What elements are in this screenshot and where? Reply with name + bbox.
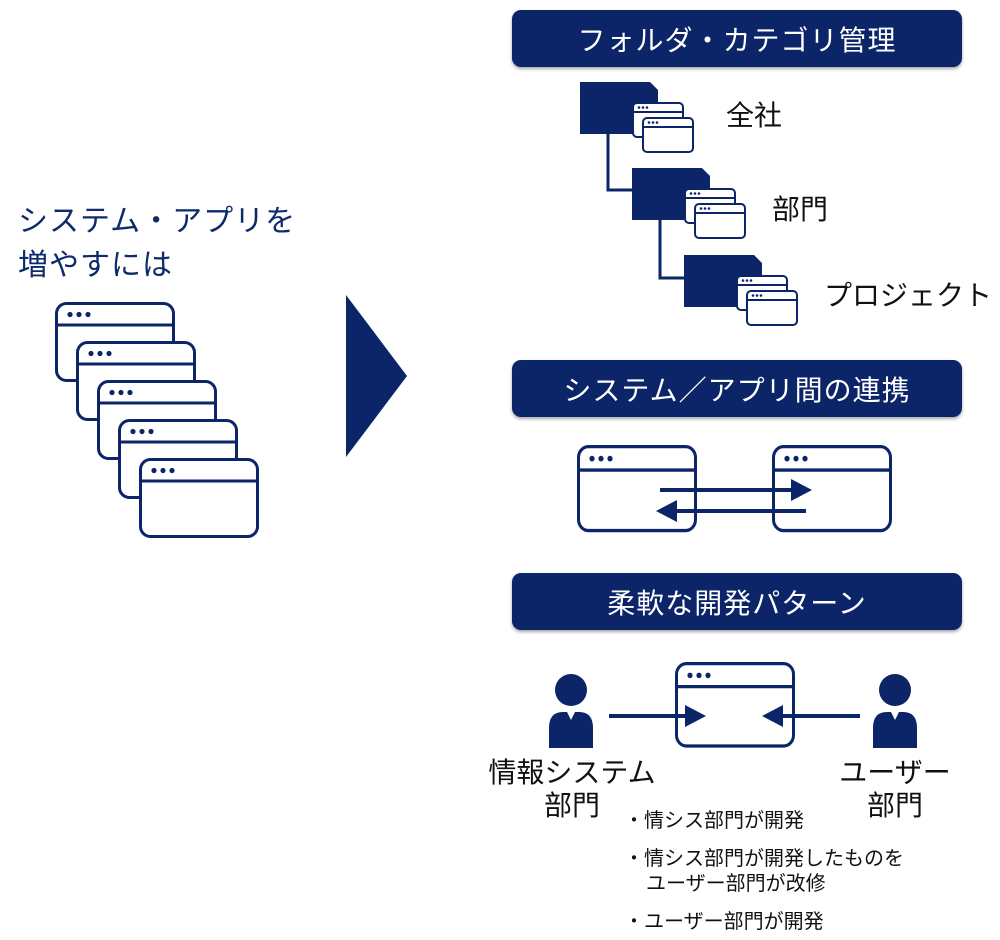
shared-app-window-icon [674,661,796,748]
bullet-it-develops: ・情シス部門が開発 [624,808,804,832]
bullet-it-develops-user-modifies-cont: ユーザー部門が改修 [646,871,826,895]
left-title-line2: 増やすには [18,248,173,283]
level-company-label: 全社 [726,99,783,132]
folder-icon [580,82,693,152]
app-window-stack [55,302,259,538]
bullet-user-develops: ・ユーザー部門が開発 [624,909,824,933]
level-department-label: 部門 [772,193,829,226]
it-department-line2: 部門 [543,789,600,822]
arrow-icon [609,705,706,727]
left-title-line1: システム・アプリを [18,204,297,239]
bullet-it-develops-user-modifies: ・情シス部門が開発したものを [624,846,904,870]
person-icon [873,674,917,748]
it-department-label: 情報システム 部門 [482,756,662,822]
it-department-line1: 情報システム [488,756,656,789]
folder-icon [632,168,745,238]
dev-pattern-header: 柔軟な開発パターン [512,573,962,630]
user-department-label: ユーザー 部門 [830,756,960,822]
flow-arrow-icon [346,295,407,457]
integration-header: システム／アプリ間の連携 [512,360,962,417]
user-department-line1: ユーザー [839,756,951,789]
person-icon [549,674,593,748]
level-project-label: プロジェクト [824,279,993,312]
hierarchy-tree-lines [606,134,684,280]
user-department-line2: 部門 [866,789,923,822]
arrow-icon [762,705,860,727]
left-title: システム・アプリを 増やすには [18,200,318,288]
app-window-icon [139,458,259,538]
bidirectional-arrow-icon [656,479,812,522]
folder-management-header: フォルダ・カテゴリ管理 [512,10,962,67]
folder-icon [684,255,797,325]
